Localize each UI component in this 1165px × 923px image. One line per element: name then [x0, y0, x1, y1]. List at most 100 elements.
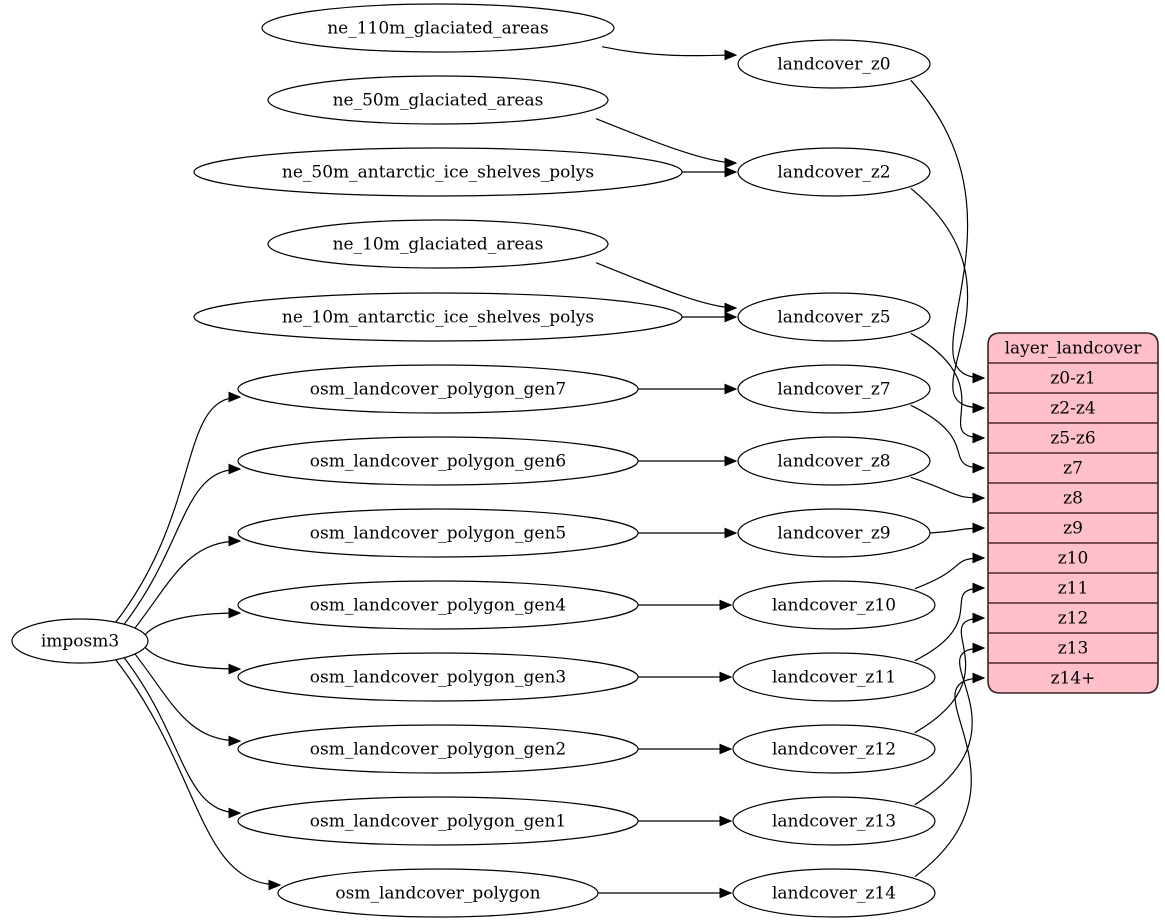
node-osm_landcover_polygon_gen2[interactable]: osm_landcover_polygon_gen2: [237, 724, 639, 774]
ellipse-shape: [277, 868, 599, 918]
arrowhead: [228, 663, 242, 675]
node-label: landcover_z14: [772, 884, 896, 904]
node-ne_10m_glaciated_areas[interactable]: ne_10m_glaciated_areas: [267, 219, 609, 269]
ellipse-shape: [732, 796, 936, 846]
table-row-label: z2-z4: [1050, 399, 1095, 419]
ellipse-shape: [737, 39, 931, 89]
edge-imposm3-to-osm_landcover_polygon_gen2: [133, 652, 241, 742]
node-label: landcover_z12: [772, 740, 896, 760]
node-label: ne_50m_antarctic_ice_shelves_polys: [282, 163, 594, 183]
table-row-label: z0-z1: [1050, 369, 1095, 389]
node-landcover_z0[interactable]: landcover_z0: [737, 39, 931, 89]
table-row[interactable]: z7: [1063, 459, 1083, 479]
arrowhead: [972, 642, 986, 654]
node-landcover_z10[interactable]: landcover_z10: [732, 580, 936, 630]
table-row[interactable]: z5-z6: [1050, 429, 1095, 449]
table-row-label: z11: [1058, 579, 1089, 599]
edge-landcover_z5-to-row-z5-z6: [910, 332, 985, 439]
edge-imposm3-to-osm_landcover_polygon_gen4: [143, 612, 241, 637]
node-osm_landcover_polygon_gen5[interactable]: osm_landcover_polygon_gen5: [237, 508, 639, 558]
node-osm_landcover_polygon_gen6[interactable]: osm_landcover_polygon_gen6: [237, 436, 639, 486]
node-landcover_z12[interactable]: landcover_z12: [732, 724, 936, 774]
node-landcover_z11[interactable]: landcover_z11: [732, 652, 936, 702]
node-imposm3[interactable]: imposm3: [11, 618, 149, 664]
node-ne_110m_glaciated_areas[interactable]: ne_110m_glaciated_areas: [261, 3, 615, 53]
arrowhead: [228, 391, 242, 403]
ellipse-shape: [237, 436, 639, 486]
table-row[interactable]: z9: [1063, 519, 1083, 539]
table-row-label: z14+: [1051, 669, 1096, 689]
table-row[interactable]: z13: [1058, 639, 1089, 659]
node-ne_50m_glaciated_areas[interactable]: ne_50m_glaciated_areas: [267, 75, 609, 125]
ellipse-shape: [732, 724, 936, 774]
ellipse-shape: [237, 364, 639, 414]
node-label: osm_landcover_polygon_gen6: [310, 452, 566, 472]
edge-imposm3-to-osm_landcover_polygon_gen1: [122, 656, 241, 814]
node-label: imposm3: [41, 632, 119, 652]
node-label: landcover_z11: [772, 668, 896, 688]
edge-landcover_z0-to-row-z0-z1: [910, 79, 985, 379]
node-label: ne_50m_glaciated_areas: [333, 91, 544, 111]
table-row-label: z9: [1063, 519, 1083, 539]
arrowhead: [724, 166, 738, 178]
arrowhead: [972, 492, 986, 504]
edge-landcover_z14-to-row-z14+: [914, 677, 985, 878]
node-landcover_z8[interactable]: landcover_z8: [737, 436, 931, 486]
table-row[interactable]: z2-z4: [1050, 399, 1095, 419]
node-landcover_z9[interactable]: landcover_z9: [737, 508, 931, 558]
arrowhead: [972, 612, 986, 624]
node-osm_landcover_polygon_gen7[interactable]: osm_landcover_polygon_gen7: [237, 364, 639, 414]
node-label: osm_landcover_polygon_gen1: [310, 812, 566, 832]
table-row[interactable]: z12: [1058, 609, 1089, 629]
node-osm_landcover_polygon_gen3[interactable]: osm_landcover_polygon_gen3: [237, 652, 639, 702]
arrowhead: [972, 522, 986, 534]
edge-imposm3-to-osm_landcover_polygon_gen6: [122, 468, 241, 626]
ellipse-shape: [737, 436, 931, 486]
ellipse-shape: [732, 580, 936, 630]
node-label: landcover_z5: [777, 308, 890, 328]
arrowhead: [724, 302, 738, 314]
ellipse-shape: [237, 580, 639, 630]
node-osm_landcover_polygon_gen4[interactable]: osm_landcover_polygon_gen4: [237, 580, 639, 630]
table-row[interactable]: z10: [1058, 549, 1089, 569]
ellipse-shape: [237, 508, 639, 558]
node-osm_landcover_polygon_gen1[interactable]: osm_landcover_polygon_gen1: [237, 796, 639, 846]
table-header-label: layer_landcover: [1005, 339, 1143, 359]
node-landcover_z13[interactable]: landcover_z13: [732, 796, 936, 846]
table-row[interactable]: z0-z1: [1050, 369, 1095, 389]
node-landcover_z2[interactable]: landcover_z2: [737, 147, 931, 197]
arrowhead: [228, 463, 242, 475]
node-label: landcover_z8: [777, 452, 890, 472]
node-label: landcover_z10: [772, 596, 896, 616]
node-osm_landcover_polygon[interactable]: osm_landcover_polygon: [277, 868, 599, 918]
node-landcover_z7[interactable]: landcover_z7: [737, 364, 931, 414]
ellipse-shape: [237, 724, 639, 774]
ellipse-shape: [11, 618, 149, 664]
node-ne_50m_antarctic_ice_shelves_polys[interactable]: ne_50m_antarctic_ice_shelves_polys: [193, 147, 683, 197]
edge-landcover_z13-to-row-z13: [914, 647, 985, 806]
source-node-imposm3[interactable]: imposm3: [11, 618, 149, 664]
ellipse-shape: [732, 868, 936, 918]
arrowhead: [724, 527, 738, 539]
edge-paths: [114, 46, 986, 899]
arrowhead: [724, 157, 738, 169]
node-label: osm_landcover_polygon_gen5: [310, 524, 566, 544]
node-landcover_z5[interactable]: landcover_z5: [737, 292, 931, 342]
edge-landcover_z12-to-row-z12: [914, 617, 985, 734]
arrowhead: [972, 402, 986, 414]
node-landcover_z14[interactable]: landcover_z14: [732, 868, 936, 918]
table-row[interactable]: z14+: [1051, 669, 1096, 689]
ellipse-shape: [737, 508, 931, 558]
layer-landcover-table[interactable]: layer_landcover z0-z1 z2-z4 z5-z6 z7 z8 z9 z10 z…: [987, 332, 1159, 694]
table-row[interactable]: z11: [1058, 579, 1089, 599]
edge-landcover_z7-to-row-z7: [910, 404, 985, 469]
node-ne_10m_antarctic_ice_shelves_polys[interactable]: ne_10m_antarctic_ice_shelves_polys: [193, 292, 683, 342]
arrowhead: [228, 807, 242, 819]
arrowhead: [228, 735, 242, 747]
arrowhead: [268, 879, 282, 891]
table-row[interactable]: z8: [1063, 489, 1083, 509]
node-label: landcover_z9: [777, 524, 890, 544]
source-table-nodes: ne_110m_glaciated_areas ne_50m_glaciated_…: [193, 3, 683, 918]
